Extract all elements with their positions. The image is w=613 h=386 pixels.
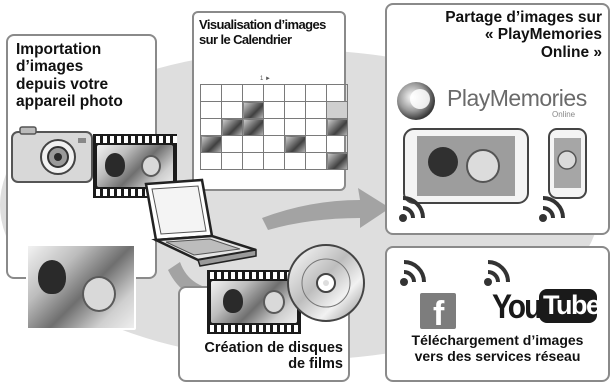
upload-title: Téléchargement d’images vers des service… <box>388 332 607 364</box>
import-title-line-1: Importation <box>16 41 102 58</box>
disc-film-photo <box>211 281 297 323</box>
disc-icon <box>287 244 365 322</box>
upload-title-line-1: Téléchargement d’images <box>411 332 584 348</box>
laptop-icon <box>144 178 257 267</box>
phone-icon <box>548 128 587 199</box>
arrow-to-share <box>262 188 390 230</box>
calendar-title-line-1: Visualisation d’images <box>199 17 326 32</box>
youtube-wordmark-you: You <box>492 288 542 326</box>
disc-title-line-1: Création de disques <box>204 340 343 356</box>
share-title-line-3: Online » <box>540 43 602 61</box>
import-title-line-2: d’images <box>16 58 84 76</box>
import-title: Importation d’images depuis votre appare… <box>16 41 123 110</box>
camera-icon <box>11 126 93 183</box>
upload-title-line-2: vers des services réseau <box>414 347 581 364</box>
playmemories-online-label: Online <box>552 110 576 119</box>
calendar-title-line-2: sur le Calendrier <box>199 31 292 47</box>
share-title-line-2: « PlayMemories <box>484 26 602 44</box>
facebook-logo: f <box>420 293 456 329</box>
disc-title: Création de disques de films <box>184 340 343 372</box>
tablet-icon <box>403 128 529 204</box>
playmemories-logo <box>397 82 435 120</box>
calendar-grid <box>200 84 348 170</box>
disc-film-strip <box>207 270 301 334</box>
wifi-icon <box>484 260 510 286</box>
share-title: Partage d’images sur « PlayMemories Onli… <box>392 9 602 61</box>
share-title-line-1: Partage d’images sur <box>445 9 602 26</box>
children-photo <box>26 244 136 330</box>
wifi-icon <box>399 196 425 222</box>
wifi-icon <box>539 196 565 222</box>
wifi-icon <box>400 260 426 286</box>
film-photo <box>97 145 173 187</box>
calendar-month-label: 1 ► <box>260 76 271 82</box>
youtube-wordmark-tube: Tube <box>543 290 601 320</box>
import-title-line-4: appareil photo <box>16 93 123 111</box>
import-title-line-3: depuis votre <box>16 75 109 93</box>
film-strip <box>93 134 177 198</box>
calendar-title: Visualisation d’images sur le Calendrier <box>199 17 326 47</box>
playmemories-wordmark: PlayMemories <box>447 85 587 111</box>
youtube-logo: Tube <box>539 289 601 323</box>
disc-title-line-2: de films <box>288 356 343 373</box>
facebook-letter: f <box>433 295 445 329</box>
